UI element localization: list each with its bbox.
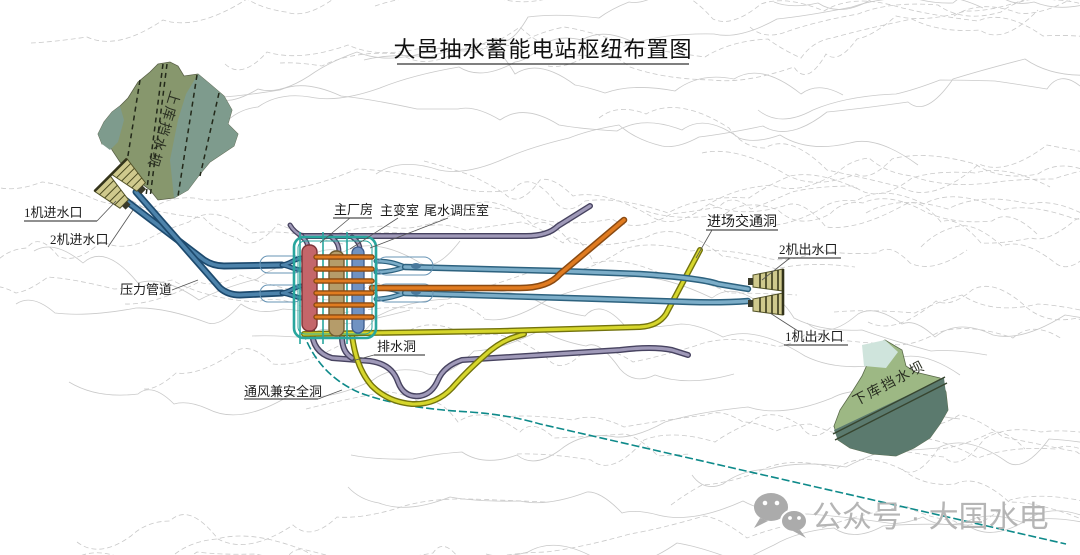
contour-line [867, 286, 1080, 327]
contour-line [350, 390, 961, 462]
wechat-icon [754, 493, 808, 538]
contour-line [691, 438, 1080, 487]
contour-line [423, 157, 1080, 222]
contour-line [757, 78, 1080, 120]
contour-line [462, 170, 1051, 226]
contour-line [174, 515, 790, 555]
contour-line [516, 414, 1080, 466]
contour-line [76, 498, 547, 550]
label-access-tunnel: 进场交通洞 [707, 213, 777, 230]
contour-line [865, 198, 1080, 214]
contour-line [363, 47, 844, 96]
lower-reservoir-dam: 下库挡水坝 [832, 339, 949, 457]
title-block: 大邑抽水蓄能电站枢纽布置图 [393, 37, 692, 65]
annotation-lines [24, 200, 848, 400]
lower-dam-crest-lines [832, 376, 948, 441]
tailrace-node [411, 263, 421, 269]
contour-line [547, 0, 1025, 82]
contour-line [0, 201, 856, 270]
label-surge-chamber: 尾水调压室 [424, 203, 489, 218]
watermark: 公众号 · 大国水电 [754, 493, 1049, 538]
contour-line [701, 150, 1080, 183]
contour-line [645, 198, 1038, 235]
contour-line [709, 202, 1080, 244]
watermark-text: 公众号 · 大国水电 [812, 501, 1049, 534]
upper-reservoir-dam: 上库挡水坝 [97, 61, 239, 201]
page-title: 大邑抽水蓄能电站枢纽布置图 [393, 37, 692, 62]
label-outlet2: 2机出水口 [779, 242, 838, 257]
contour-line [743, 192, 1080, 226]
bus-tunnel-orange [372, 220, 624, 288]
contour-line [33, 240, 461, 301]
label-intake1: 1机进水口 [24, 205, 83, 220]
cavern-outline [292, 235, 378, 340]
contour-line [206, 85, 919, 166]
contour-line [305, 391, 692, 457]
label-transformer-room: 主变室 [380, 203, 419, 218]
vertical-shafts [299, 232, 348, 344]
contour-line [670, 431, 1026, 506]
label-penstock: 压力管道 [120, 282, 172, 297]
contour-line [773, 0, 1080, 10]
contour-line [117, 168, 861, 214]
contour-line [30, 0, 333, 44]
contour-line [806, 310, 1080, 338]
contour-line [598, 107, 1080, 193]
contour-line [374, 0, 1080, 37]
draft-tube-connections [313, 254, 375, 320]
powerhouse-complex [292, 232, 378, 344]
contour-line [749, 0, 1080, 36]
contour-line [0, 276, 485, 319]
label-vent-safety-tunnel: 通风兼安全洞 [244, 384, 322, 399]
contour-line [223, 0, 984, 125]
contour-line [920, 225, 1080, 268]
lower-outlet-structure [748, 268, 785, 316]
upper-dam-right-face [170, 74, 238, 198]
contour-line [502, 412, 1080, 463]
upper-dam-left-face [98, 106, 124, 150]
contour-line [68, 329, 735, 416]
label-outlet1: 1机出水口 [785, 329, 844, 344]
labels: 1机进水口 2机进水口 压力管道 主厂房 主变室 尾水调压室 排水洞 通风兼安全… [24, 202, 844, 399]
lower-reservoir-water [862, 340, 898, 368]
contour-line [81, 549, 312, 555]
contour-line [143, 324, 1063, 390]
label-intake2: 2机进水口 [50, 232, 109, 247]
contour-line [375, 58, 1080, 175]
contour-line [142, 0, 649, 101]
contour-line [833, 294, 1080, 314]
contour-line [347, 486, 1080, 525]
surge-chamber-cavern [351, 246, 365, 334]
contour-line [485, 510, 1080, 555]
main-powerhouse-cavern [301, 244, 318, 332]
label-drainage-tunnel: 排水洞 [377, 339, 416, 354]
label-main-powerhouse: 主厂房 [334, 202, 373, 217]
contour-line [279, 9, 1039, 67]
